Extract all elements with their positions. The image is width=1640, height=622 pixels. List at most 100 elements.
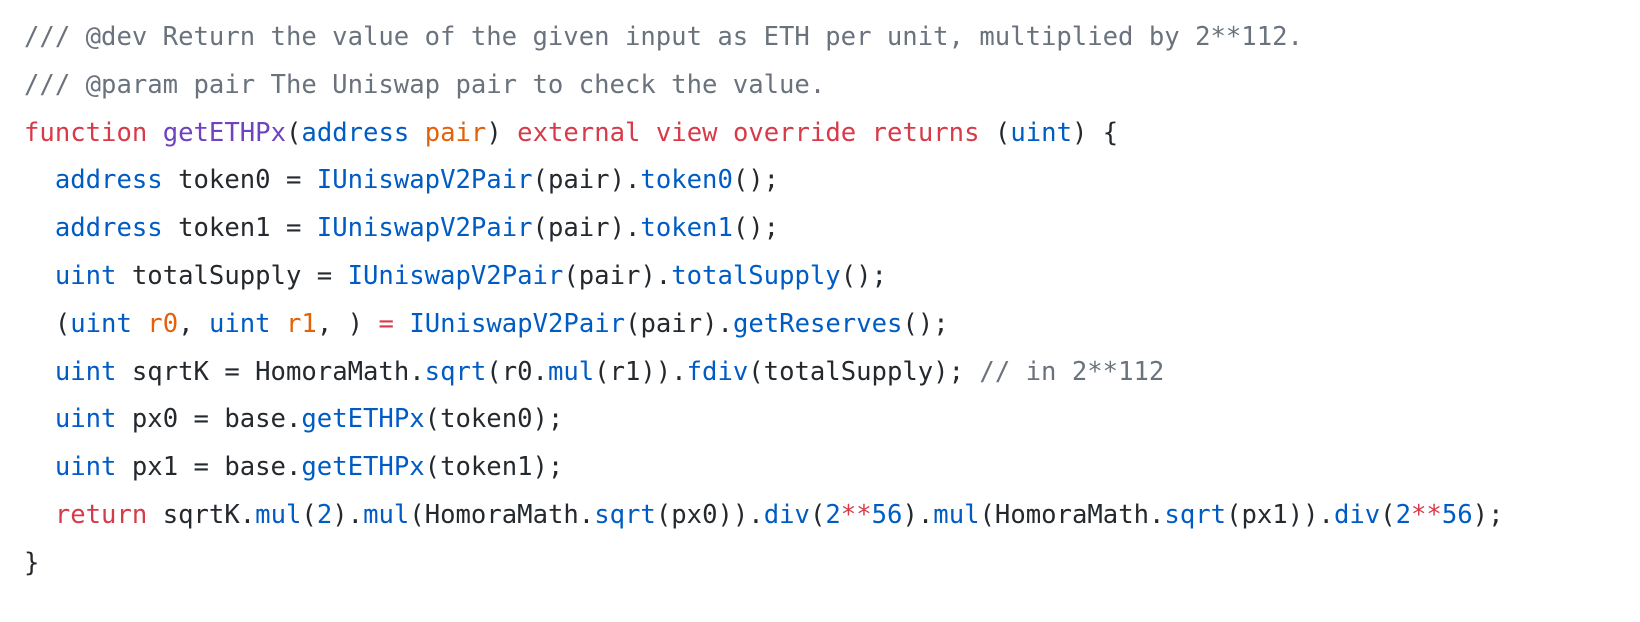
code-call: IUniswapV2Pair	[316, 213, 533, 244]
code-type: address	[54, 165, 163, 196]
code-call: totalSupply	[671, 260, 841, 291]
code-text: (r1)).	[594, 356, 687, 387]
function-signature-line: function getETHPx(address pair) external…	[24, 110, 1504, 158]
code-type: uint	[1010, 117, 1072, 148]
code-text	[132, 309, 147, 339]
code-call: IUniswapV2Pair	[316, 165, 533, 196]
code-type: uint	[54, 404, 117, 435]
code-call: mul	[933, 499, 980, 530]
code-number: 56	[1441, 499, 1473, 530]
code-call: getETHPx	[301, 452, 425, 483]
code-text: ).	[332, 499, 364, 530]
code-text: , )	[316, 308, 379, 339]
code-text: );	[1472, 499, 1504, 530]
code-keyword: function	[24, 117, 148, 148]
code-text	[24, 500, 55, 530]
code-operator: **	[840, 499, 872, 530]
token1-declaration-line: address token1 = IUniswapV2Pair(pair).to…	[24, 205, 1504, 253]
code-text: (	[979, 117, 1011, 148]
code-call: mul	[255, 499, 302, 530]
doc-comment-dev-line: /// @dev Return the value of the given i…	[24, 14, 1504, 62]
code-block: /// @dev Return the value of the given i…	[24, 14, 1504, 588]
code-comment: /// @param pair The Uniswap pair to chec…	[24, 69, 826, 100]
code-text: (	[301, 499, 317, 530]
code-text: px0 = base.	[116, 404, 302, 435]
code-text	[24, 357, 55, 387]
code-call: IUniswapV2Pair	[347, 260, 564, 291]
code-call: IUniswapV2Pair	[409, 308, 626, 339]
code-call: token0	[640, 165, 733, 196]
code-type: uint	[70, 308, 132, 339]
code-comment: // in 2**112	[979, 356, 1165, 387]
code-call: sqrt	[594, 499, 656, 530]
px0-declaration-line: uint px0 = base.getETHPx(token0);	[24, 396, 1504, 444]
code-text: (pair).	[625, 308, 733, 339]
code-text: (token1);	[424, 452, 564, 483]
code-call: getETHPx	[301, 404, 425, 435]
code-text: (px0)).	[655, 499, 764, 530]
code-type: address	[301, 117, 410, 148]
code-text	[24, 404, 55, 434]
code-type: uint	[208, 308, 271, 339]
code-type: uint	[54, 260, 117, 291]
token0-declaration-line: address token0 = IUniswapV2Pair(pair).to…	[24, 157, 1504, 205]
code-keyword: override	[732, 117, 857, 148]
code-text	[147, 118, 162, 148]
code-text: (totalSupply);	[748, 356, 980, 387]
code-text: sqrtK.	[147, 499, 256, 530]
code-call: sqrt	[424, 356, 487, 387]
code-text: (pair).	[532, 213, 641, 244]
code-text: (pair).	[532, 165, 641, 196]
code-text	[856, 118, 871, 148]
code-type: uint	[54, 452, 117, 483]
code-number: 2	[316, 499, 333, 530]
code-text: px1 = base.	[116, 452, 302, 483]
code-call: sqrt	[1164, 499, 1227, 530]
reserves-declaration-line: (uint r0, uint r1, ) = IUniswapV2Pair(pa…	[24, 301, 1504, 349]
code-operator: =	[378, 308, 394, 339]
code-text	[24, 261, 55, 291]
code-type: address	[54, 213, 163, 244]
code-text: (HomoraMath.	[409, 499, 595, 530]
code-parameter: r0	[147, 308, 179, 339]
code-operator: **	[1411, 499, 1442, 530]
total-supply-declaration-line: uint totalSupply = IUniswapV2Pair(pair).…	[24, 253, 1504, 301]
code-text: totalSupply =	[116, 260, 348, 291]
code-parameter: r1	[286, 308, 317, 339]
code-text: (	[1380, 499, 1396, 530]
code-text	[24, 213, 55, 243]
code-text: )	[486, 117, 518, 148]
code-text: token1 =	[162, 213, 317, 244]
code-text: (pair).	[563, 260, 672, 291]
sqrtk-declaration-line: uint sqrtK = HomoraMath.sqrt(r0.mul(r1))…	[24, 349, 1504, 397]
code-keyword: return	[54, 499, 148, 530]
code-keyword: view	[655, 117, 718, 148]
code-text	[271, 309, 286, 339]
code-text: }	[24, 547, 40, 578]
code-call: div	[1333, 499, 1381, 530]
code-text: ();	[732, 213, 780, 244]
code-call: fdiv	[686, 356, 749, 387]
code-text: (	[809, 499, 826, 530]
code-text: ) {	[1071, 117, 1119, 148]
code-text	[394, 309, 409, 339]
code-text: ();	[840, 260, 887, 291]
code-text: (	[24, 308, 71, 339]
code-number: 56	[871, 499, 903, 530]
code-keyword: returns	[871, 117, 980, 148]
code-call: getReserves	[732, 308, 903, 339]
code-comment: /// @dev Return the value of the given i…	[24, 22, 1303, 52]
code-text: (HomoraMath.	[979, 499, 1165, 530]
code-text	[24, 452, 55, 482]
code-text: token0 =	[162, 165, 317, 196]
code-number: 2	[1395, 499, 1412, 530]
code-text	[718, 118, 733, 148]
code-text: (token0);	[424, 404, 564, 435]
code-number: 2	[825, 499, 841, 530]
code-text: ,	[178, 308, 209, 339]
code-text: ).	[902, 499, 934, 530]
code-text: (r0.	[486, 356, 548, 387]
code-call: mul	[363, 499, 410, 530]
code-call: mul	[547, 356, 595, 387]
code-text	[409, 118, 424, 148]
